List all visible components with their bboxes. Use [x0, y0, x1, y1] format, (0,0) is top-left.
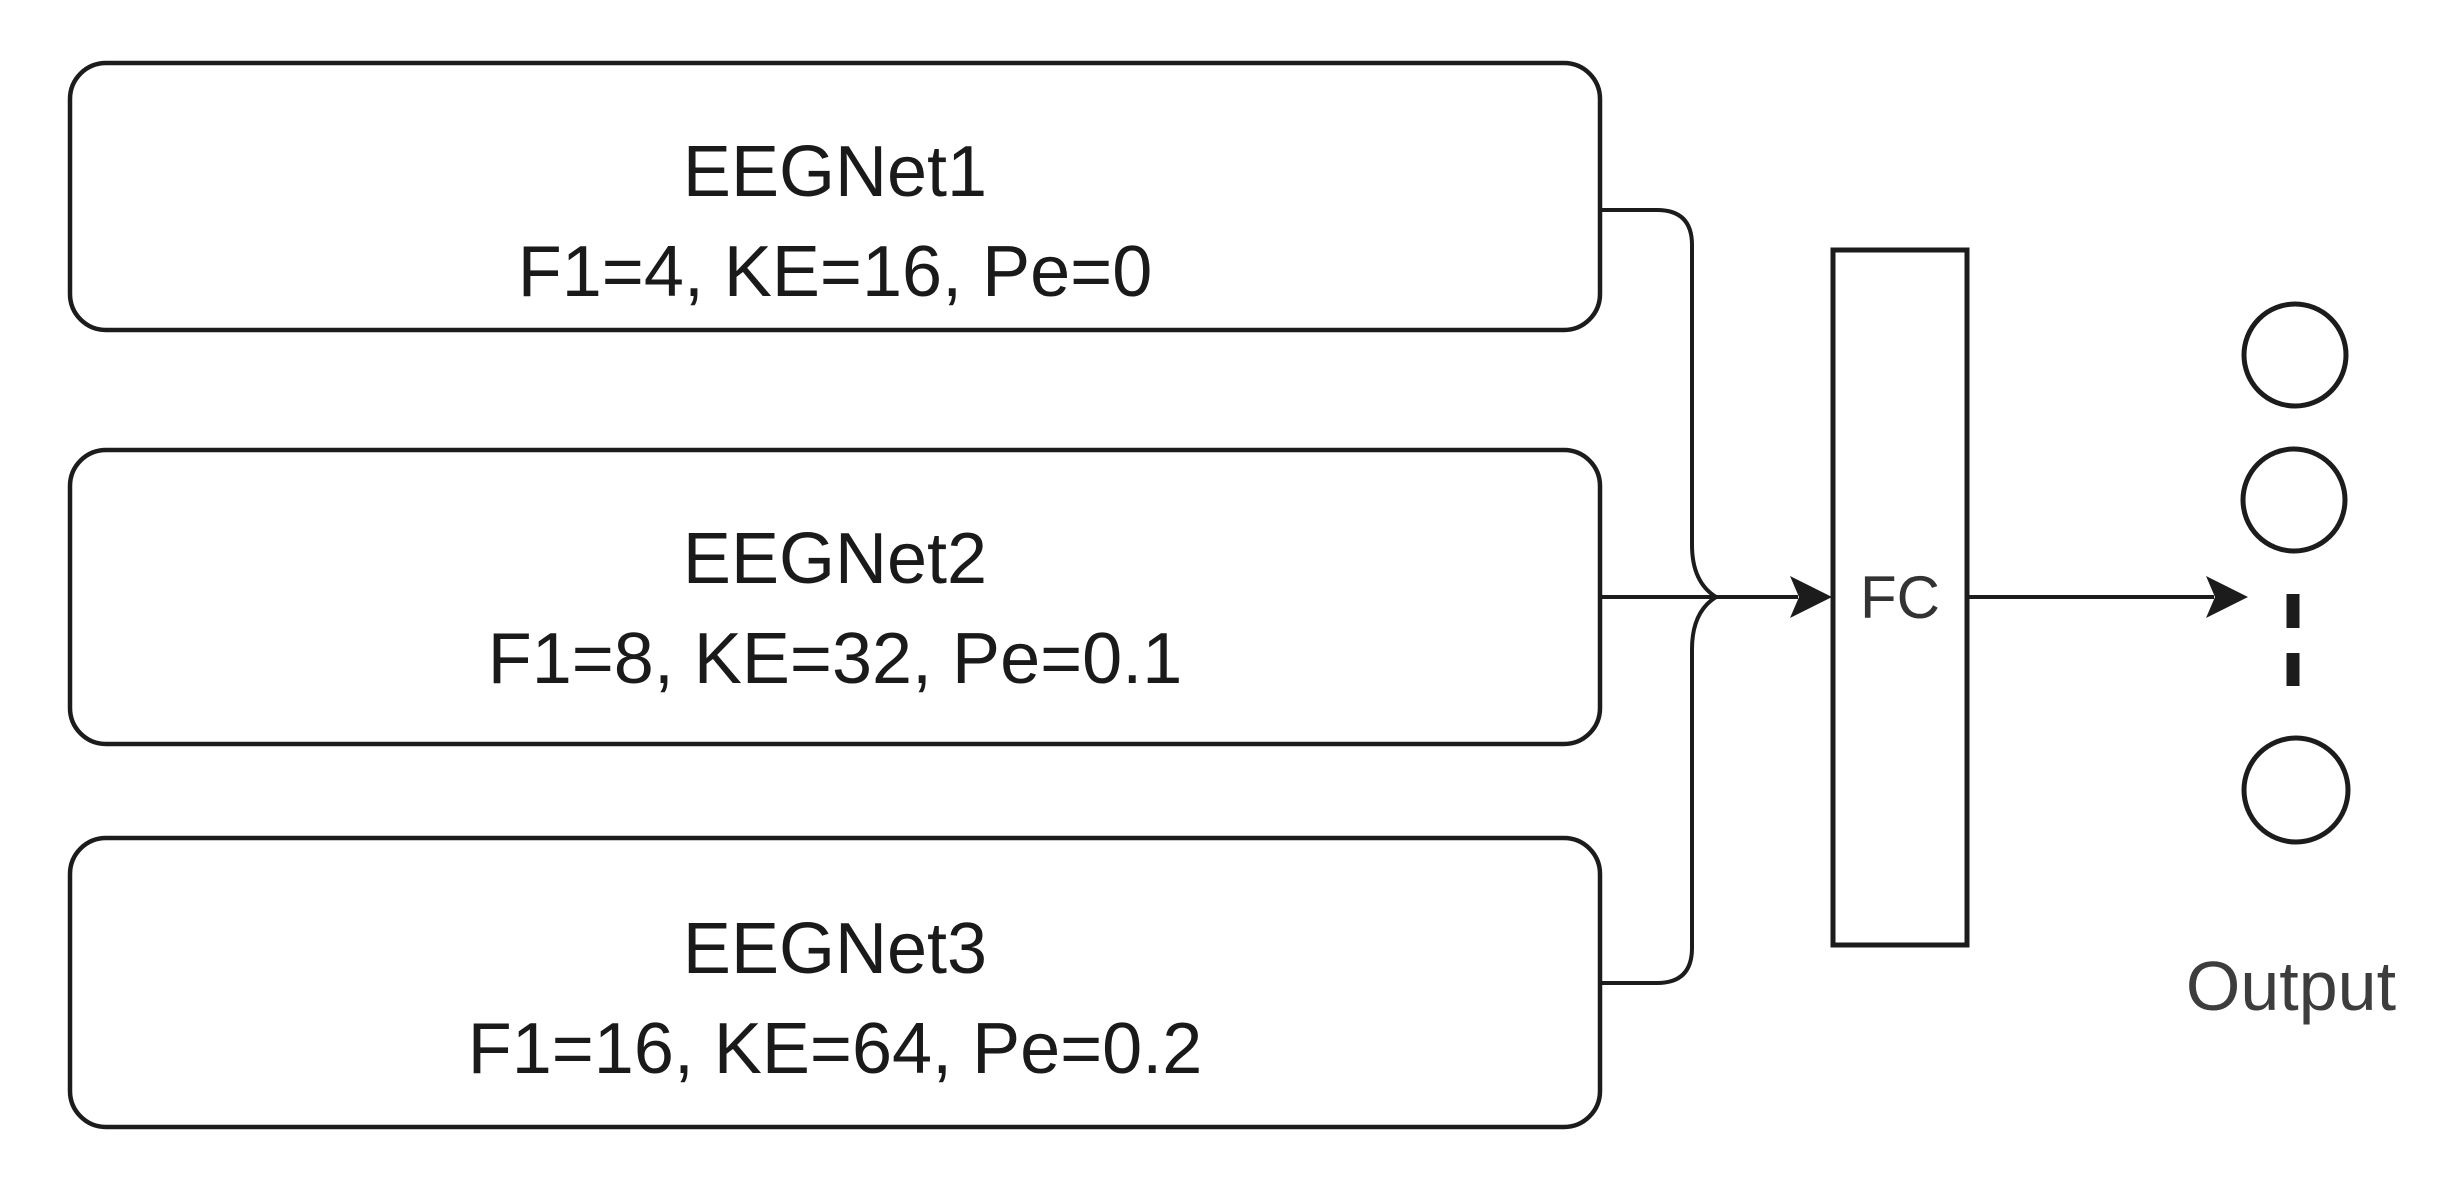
- eegnet3-params: F1=16, KE=64, Pe=0.2: [468, 1009, 1203, 1089]
- fc-layer: FC: [1830, 247, 1970, 948]
- eegnet3-title: EEGNet3: [683, 909, 987, 989]
- fc-box: [1830, 247, 1970, 948]
- output-node-1: [2241, 301, 2349, 409]
- connector-eegnet1-line: [1600, 208, 1718, 599]
- eegnet2-params: F1=8, KE=32, Pe=0.1: [488, 619, 1183, 699]
- eegnet1-title: EEGNet1: [683, 132, 987, 212]
- output-layer: Output: [2186, 301, 2396, 1025]
- eegnet1-params: F1=4, KE=16, Pe=0: [518, 232, 1152, 312]
- branch-eegnet3: EEGNet3 F1=16, KE=64, Pe=0.2: [67, 835, 1603, 1130]
- eegnet1-box: [67, 60, 1603, 333]
- output-node-3: [2241, 735, 2351, 845]
- output-label: Output: [2186, 947, 2396, 1025]
- branch-eegnet1: EEGNet1 F1=4, KE=16, Pe=0: [67, 60, 1603, 333]
- branch-eegnet2: EEGNet2 F1=8, KE=32, Pe=0.1: [67, 447, 1603, 747]
- output-node-2: [2240, 446, 2348, 554]
- fc-label: FC: [1860, 564, 1940, 631]
- output-arrowhead-icon: [2206, 576, 2248, 618]
- merge-arrowhead-icon: [1790, 576, 1832, 618]
- eegnet2-title: EEGNet2: [683, 519, 987, 599]
- connector-eegnet3-line: [1600, 595, 1718, 985]
